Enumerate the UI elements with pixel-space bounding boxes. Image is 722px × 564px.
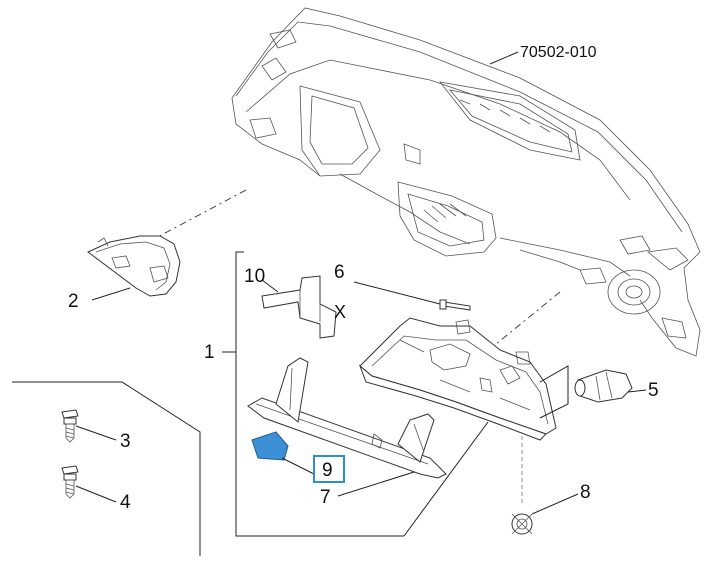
doc-code: 70502-010 xyxy=(520,44,597,61)
callout-9-highlight-box xyxy=(313,455,345,483)
leader-dashboard-to-glovebox xyxy=(473,291,561,363)
callout-8-leader xyxy=(531,493,579,515)
part-4-drawing xyxy=(61,465,79,499)
group-bracket-diagonal xyxy=(403,421,489,537)
x-mark: X xyxy=(334,302,346,322)
callout-5: 5 xyxy=(648,380,659,401)
part-5-drawing xyxy=(574,369,633,403)
leader-dashboard-to-part-2 xyxy=(151,189,247,241)
doc-code-leader xyxy=(489,51,519,65)
callout-4-leader xyxy=(75,485,117,503)
callout-8: 8 xyxy=(580,482,591,503)
group-bracket xyxy=(235,251,404,537)
callout-5-bracket xyxy=(539,365,569,419)
callout-1: 1 xyxy=(204,342,215,363)
part-7-drawing xyxy=(247,357,447,479)
part-9-drawing xyxy=(251,431,289,461)
callout-6: 6 xyxy=(334,262,345,283)
part-2-drawing xyxy=(87,235,181,297)
callout-7: 7 xyxy=(320,487,331,508)
callout-7-leader xyxy=(337,471,415,497)
screw-panel-border xyxy=(12,381,201,556)
callout-9-leader xyxy=(281,457,315,475)
callout-10: 10 xyxy=(244,266,265,287)
callout-10-leader xyxy=(261,279,279,293)
callout-5-leader xyxy=(627,389,647,393)
glovebox-body-drawing xyxy=(358,317,557,441)
callout-2: 2 xyxy=(68,291,79,312)
callout-4: 4 xyxy=(120,492,131,513)
callout-6-leader xyxy=(353,281,441,305)
part-10-drawing xyxy=(261,275,337,339)
callout-3-leader xyxy=(75,425,117,441)
part-6-drawing xyxy=(439,299,471,311)
callout-9: 9 xyxy=(322,460,333,481)
part-8-drawing xyxy=(511,513,533,535)
part-3-drawing xyxy=(61,409,79,443)
callout-3: 3 xyxy=(120,431,131,452)
callout-2-leader xyxy=(91,287,131,301)
dashboard-assembly xyxy=(231,7,701,357)
